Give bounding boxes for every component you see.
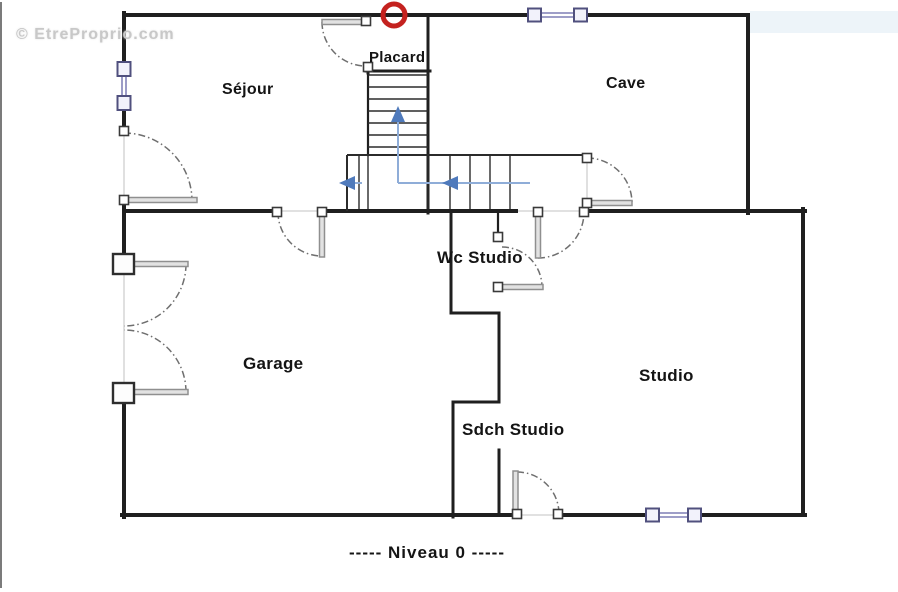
door-wc-studio bbox=[492, 231, 544, 293]
room-label-placard: Placard bbox=[369, 49, 426, 66]
windows bbox=[116, 7, 702, 523]
window-icon-left-wall bbox=[116, 61, 132, 111]
walls bbox=[120, 11, 807, 519]
door-cave bbox=[581, 152, 633, 209]
window-icon-top-wall bbox=[527, 7, 588, 23]
arrow-up-icon bbox=[391, 106, 405, 122]
room-label-wc-studio: Wc Studio bbox=[437, 248, 523, 267]
arrow-left-icon bbox=[339, 176, 355, 190]
room-label-cave: Cave bbox=[606, 75, 646, 92]
door-placard bbox=[321, 15, 374, 73]
entry-marker-icon bbox=[380, 1, 408, 29]
door-double-garage-left bbox=[111, 252, 189, 405]
arrow-left-icon bbox=[442, 176, 458, 190]
room-label-studio: Studio bbox=[639, 366, 694, 385]
doors bbox=[111, 15, 633, 520]
scan-tint-band bbox=[750, 11, 898, 33]
stair-direction-arrows bbox=[339, 106, 530, 190]
door-hall-corridor bbox=[532, 206, 590, 259]
door-garage-hall bbox=[271, 206, 328, 258]
door-sdch-studio-exterior bbox=[511, 470, 564, 520]
watermark: © EtreProprio.com bbox=[16, 26, 175, 43]
staircase bbox=[339, 74, 588, 211]
room-label-garage: Garage bbox=[243, 354, 304, 373]
window-icon-bottom-wall bbox=[645, 507, 702, 523]
door-thresholds bbox=[123, 135, 588, 516]
room-label-sdch-studio: Sdch Studio bbox=[462, 420, 565, 439]
level-caption: ----- Niveau 0 ----- bbox=[349, 543, 505, 562]
door-sejour bbox=[118, 125, 198, 206]
room-label-sejour: Séjour bbox=[222, 81, 274, 98]
